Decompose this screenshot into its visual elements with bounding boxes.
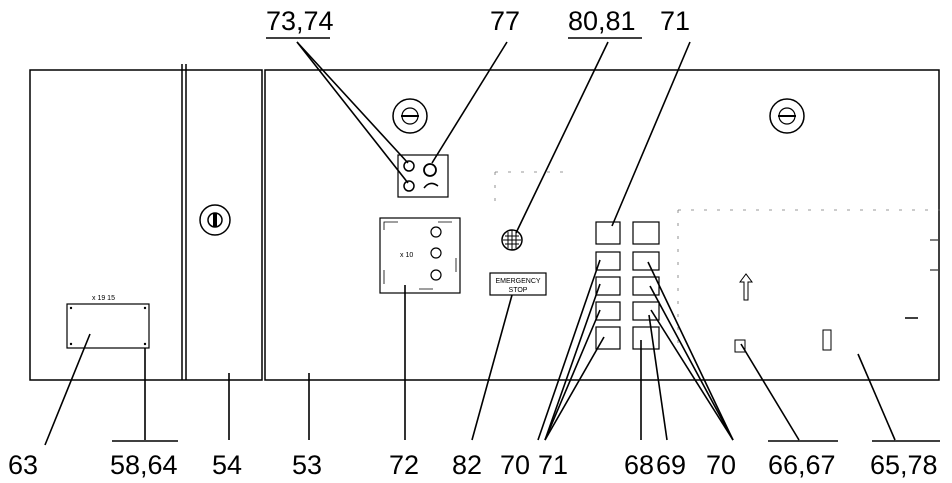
leader-lines: [44, 41, 896, 446]
left-door-panel: [29, 64, 263, 381]
callout-71-bottom: 71: [538, 450, 568, 480]
relay-column-right: [632, 221, 660, 350]
terminal-group: [734, 239, 938, 353]
callout-72: 72: [389, 450, 419, 480]
callout-82: 82: [452, 450, 482, 480]
top-fastener-right: [769, 98, 805, 134]
emergency-stop-line2: STOP: [509, 287, 528, 294]
callout-63: 63: [8, 450, 38, 480]
callout-73-74: 73,74: [266, 6, 334, 36]
meter-label: x 10: [400, 252, 413, 259]
emergency-stop-line1: EMERGENCY: [495, 278, 540, 285]
callout-71-top: 71: [660, 6, 690, 36]
top-fastener-left: [392, 98, 428, 134]
callout-66-67: 66,67: [768, 450, 836, 480]
relay-column-left: [595, 221, 621, 350]
callout-65-78: 65,78: [870, 450, 938, 480]
emergency-stop-plate: EMERGENCY STOP: [489, 272, 547, 296]
callout-69: 69: [656, 450, 686, 480]
callout-labels: 73,74 77 80,81 71 63 58,64 54 53 72 82 7…: [8, 6, 938, 480]
nameplate-label: x 19 15: [92, 295, 115, 302]
callout-70-right: 70: [706, 450, 736, 480]
callout-77: 77: [490, 6, 520, 36]
callout-58-64: 58,64: [110, 450, 178, 480]
nameplate: x 19 15: [66, 295, 150, 349]
door-lock: [199, 204, 231, 236]
switch-block: [397, 154, 449, 198]
grid-button: [501, 229, 523, 251]
main-panel: [264, 69, 940, 381]
callout-70-left: 70: [500, 450, 530, 480]
faint-outlines: [494, 171, 940, 345]
callout-68: 68: [624, 450, 654, 480]
callout-54: 54: [212, 450, 242, 480]
callout-rules: [112, 37, 940, 442]
callout-80-81: 80,81: [568, 6, 636, 36]
callout-53: 53: [292, 450, 322, 480]
meter-block: x 10: [379, 217, 461, 294]
